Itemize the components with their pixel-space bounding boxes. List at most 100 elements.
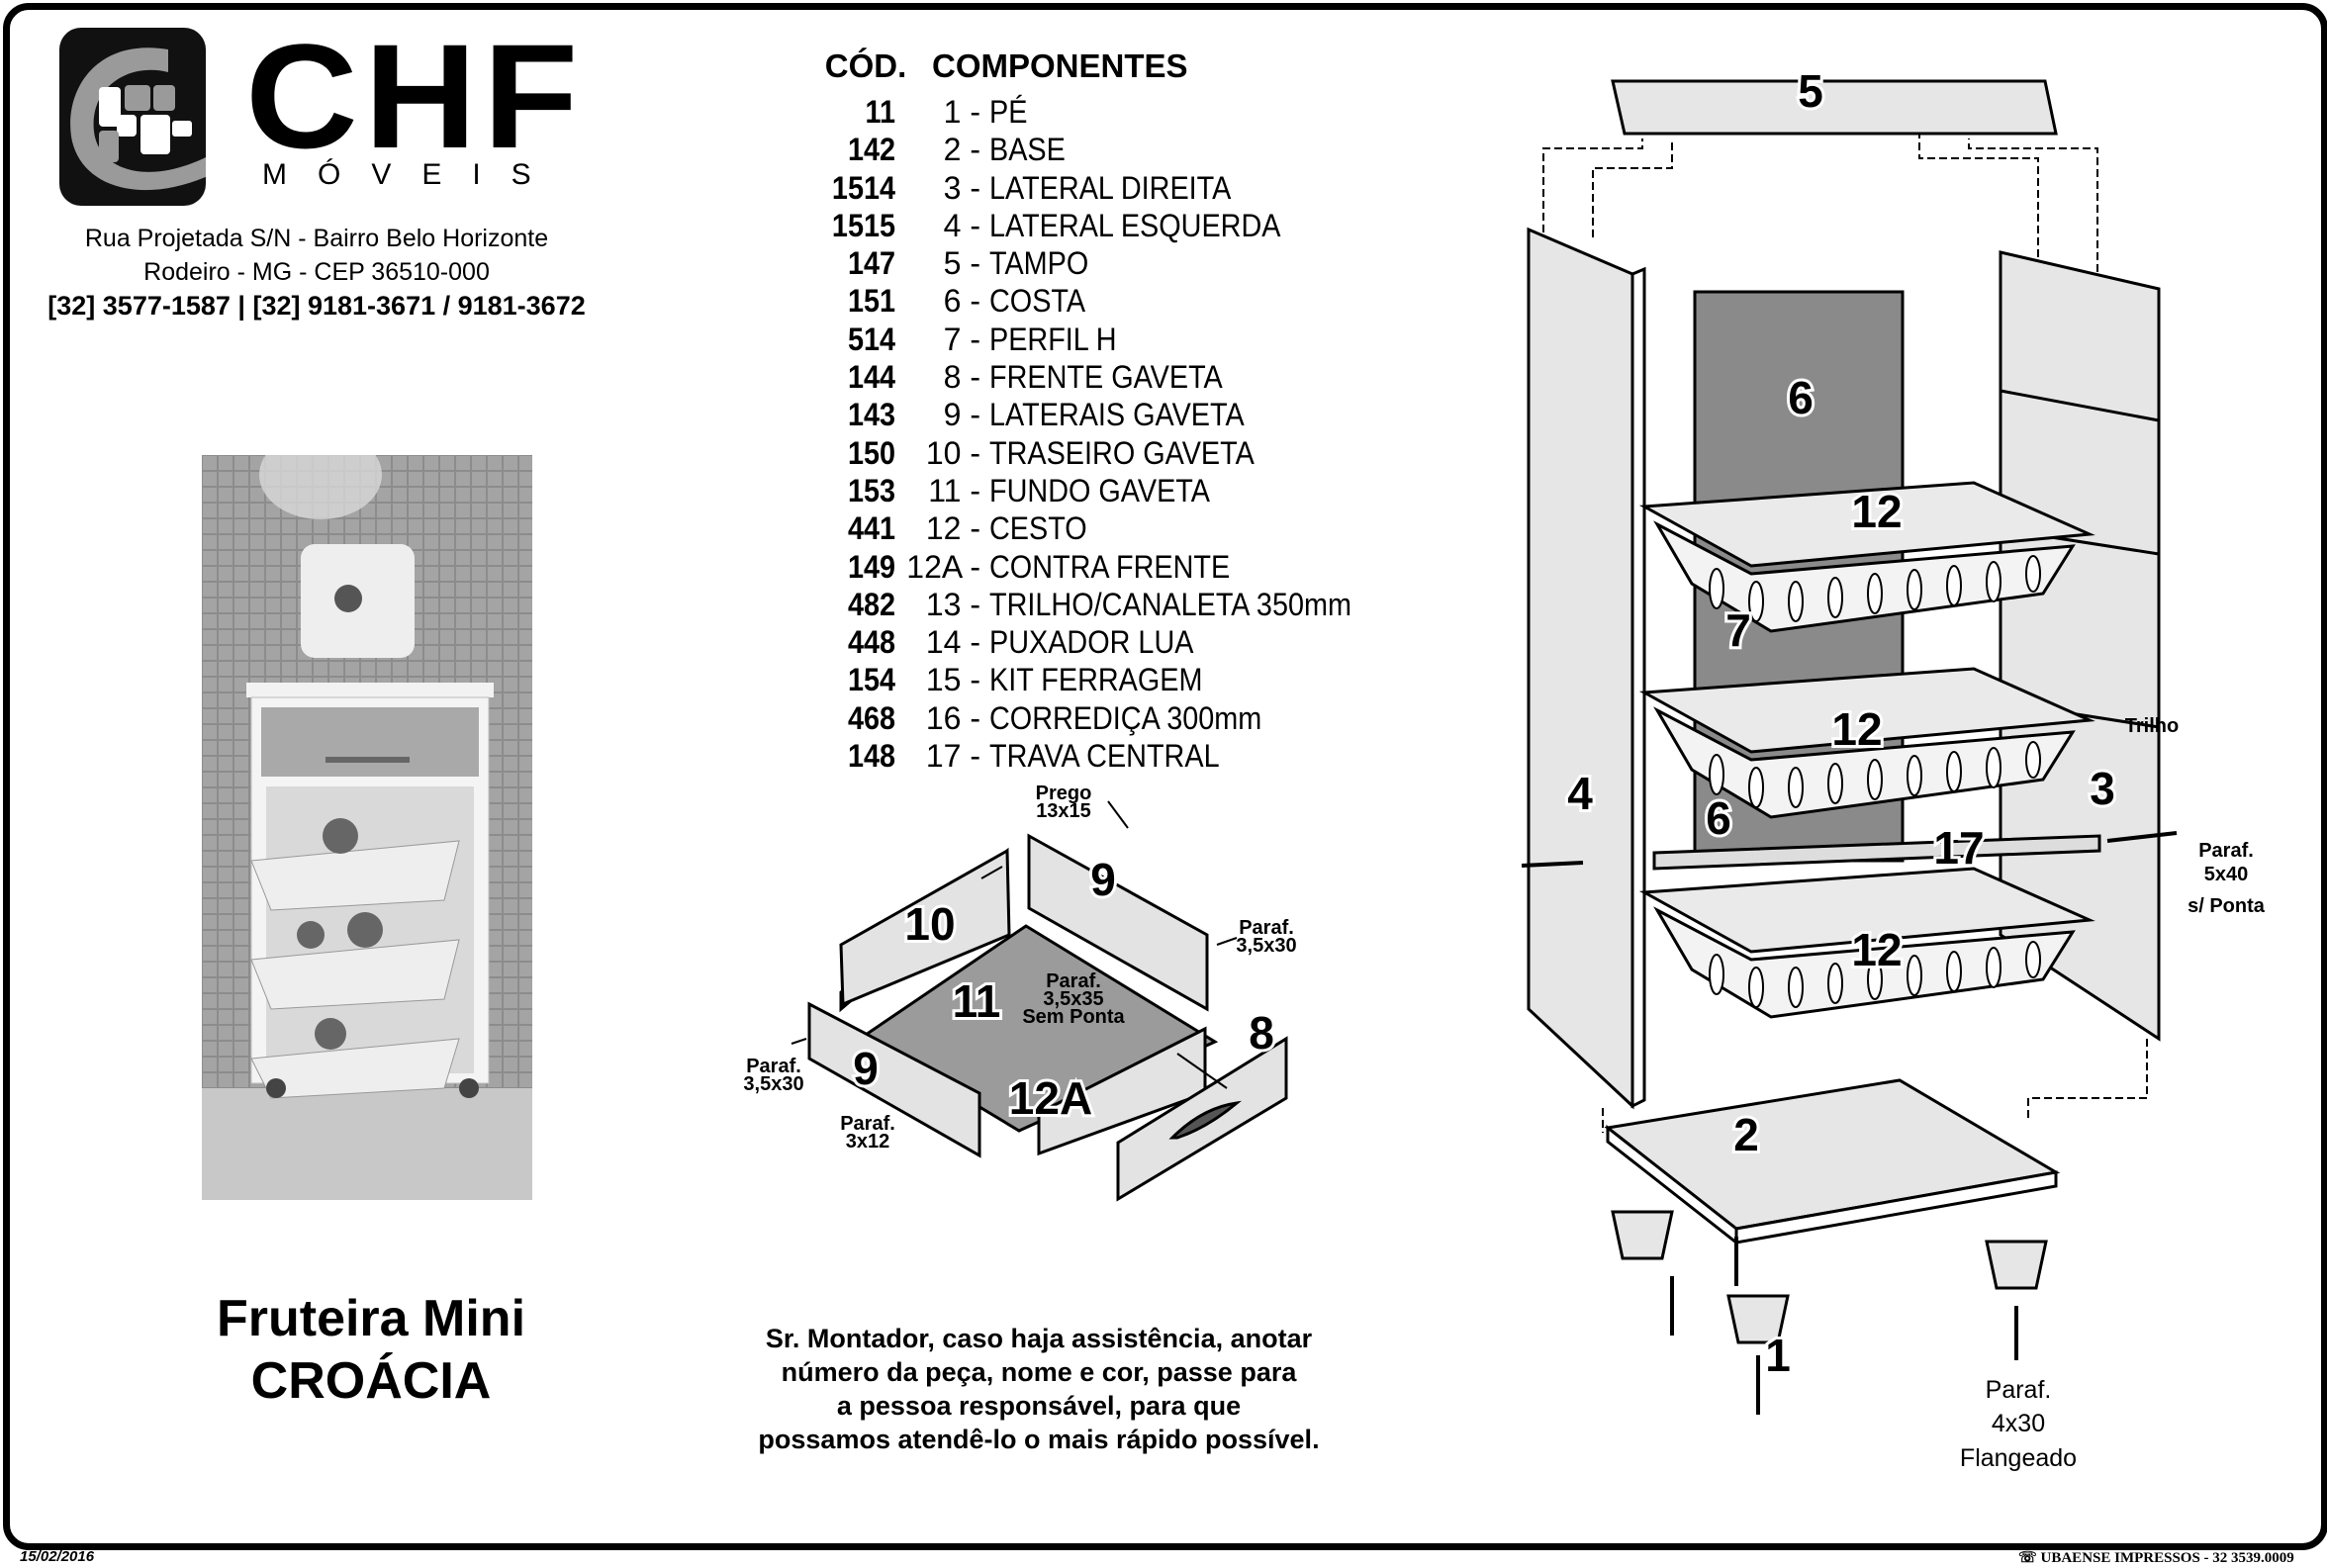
- paraf-feet-note: Flangeado: [1960, 1444, 2077, 1472]
- assembler-note: Sr. Montador, caso haja assistência, ano…: [712, 1322, 1365, 1456]
- component-name: FUNDO GAVETA: [989, 472, 1210, 508]
- paraf-left-size: 3,5x30: [743, 1073, 803, 1095]
- component-code: 143: [847, 397, 895, 433]
- prego-size: 13x15: [1036, 800, 1091, 822]
- table-row: 150 10 -TRASEIRO GAVETA: [811, 434, 1393, 472]
- part-10: 10: [904, 898, 955, 950]
- paraf-right-size: 3,5x30: [1236, 935, 1296, 957]
- component-number: 5 -: [943, 245, 980, 282]
- component-name: TRILHO/CANALETA 350mm: [989, 586, 1351, 622]
- part-3: 3: [2090, 763, 2115, 814]
- component-code: 147: [847, 245, 895, 282]
- component-name: TRASEIRO GAVETA: [989, 434, 1255, 471]
- component-name: KIT FERRAGEM: [989, 662, 1203, 698]
- component-number: 7 -: [943, 321, 980, 357]
- part-11: 11: [953, 975, 1001, 1027]
- component-name: PERFIL H: [989, 321, 1117, 357]
- component-code: 150: [847, 434, 895, 471]
- part-9-top: 9: [1090, 854, 1116, 905]
- component-name: BASE: [989, 132, 1066, 168]
- part-7: 7: [1725, 604, 1751, 656]
- component-code: 1514: [831, 169, 895, 206]
- part-4: 4: [1567, 768, 1593, 819]
- address-line-1: Rua Projetada S/N - Bairro Belo Horizont…: [84, 225, 549, 252]
- header-code: CÓD.: [824, 47, 907, 84]
- component-number: 13 -: [925, 586, 980, 622]
- part-12-top: 12: [1851, 486, 1902, 537]
- part-9-bottom: 9: [853, 1043, 879, 1094]
- component-number: 11 -: [928, 472, 980, 508]
- component-name: LATERAL DIREITA: [989, 169, 1232, 206]
- component-code: 149: [847, 548, 895, 585]
- part-8: 8: [1249, 1007, 1274, 1059]
- trilho-label: Trilho: [2125, 715, 2179, 737]
- component-name: LATERAL ESQUERDA: [989, 207, 1281, 243]
- paraf-side-label: Paraf.: [2198, 840, 2254, 862]
- table-row: 514 7 -PERFIL H: [811, 321, 1393, 358]
- paraf-side-note: s/ Ponta: [2187, 895, 2266, 917]
- component-code: 11: [865, 94, 895, 130]
- product-name: Fruteira Mini: [216, 1290, 526, 1347]
- component-code: 154: [847, 662, 895, 698]
- component-number: 8 -: [943, 359, 980, 396]
- paraf-left-label: Paraf.: [746, 1056, 801, 1077]
- address-line-2: Rodeiro - MG - CEP 36510-000: [143, 258, 490, 286]
- printer-credit: ☏ UBAENSE IMPRESSOS - 32 3539.0009: [2018, 1548, 2294, 1567]
- component-code: 441: [847, 510, 895, 547]
- component-name: CORREDIÇA 300mm: [989, 699, 1262, 736]
- note-line: número da peça, nome e cor, passe para: [781, 1357, 1297, 1387]
- part-12-middle: 12: [1831, 703, 1882, 755]
- part-5: 5: [1798, 65, 1823, 117]
- table-header: CÓD. COMPONENTES: [811, 47, 1393, 93]
- drawer-labels: Prego 13x15 9 10 11 Paraf. 3,5x35 Sem Po…: [743, 783, 1296, 1153]
- table-row: 153 11 -FUNDO GAVETA: [811, 472, 1393, 509]
- paraf-bottom-size: 3x12: [846, 1131, 890, 1153]
- part-12a: 12A: [1009, 1072, 1092, 1124]
- component-number: 12 -: [925, 510, 980, 547]
- paraf-center-note: Sem Ponta: [1022, 1006, 1125, 1028]
- paraf-bottom-label: Paraf.: [840, 1113, 895, 1135]
- page-border: [3, 3, 2327, 1550]
- component-code: 153: [847, 472, 895, 508]
- table-row: 154 15 -KIT FERRAGEM: [811, 661, 1393, 698]
- note-line: possamos atendê-lo o mais rápido possíve…: [758, 1425, 1320, 1454]
- component-number: 16 -: [925, 699, 980, 736]
- component-name: TRAVA CENTRAL: [989, 738, 1220, 775]
- component-number: 15 -: [925, 662, 980, 698]
- component-name: PUXADOR LUA: [989, 624, 1194, 661]
- component-number: 4 -: [943, 207, 980, 243]
- component-code: 448: [847, 624, 895, 661]
- component-number: 3 -: [943, 169, 980, 206]
- printer-icon: ☏: [2018, 1550, 2041, 1566]
- note-line: a pessoa responsável, para que: [836, 1391, 1242, 1421]
- part-2: 2: [1733, 1109, 1759, 1160]
- brand-subtitle: MÓVEIS: [262, 158, 562, 191]
- component-number: 6 -: [943, 283, 980, 320]
- table-row: 441 12 -CESTO: [811, 509, 1393, 547]
- component-code: 514: [847, 321, 895, 357]
- printer-name: UBAENSE IMPRESSOS - 32 3539.0009: [2040, 1550, 2294, 1566]
- prego-label: Prego: [1036, 783, 1092, 804]
- component-name: LATERAIS GAVETA: [989, 397, 1245, 433]
- part-1: 1: [1765, 1330, 1791, 1381]
- paraf-feet-label: Paraf.: [1986, 1376, 2052, 1404]
- component-name: CESTO: [989, 510, 1087, 547]
- component-number: 10 -: [925, 434, 980, 471]
- component-number: 2 -: [943, 132, 980, 168]
- chf-logo-icon: [59, 28, 206, 206]
- component-name: CONTRA FRENTE: [989, 548, 1231, 585]
- paraf-right-label: Paraf.: [1239, 917, 1294, 939]
- paraf-side-size: 5x40: [2204, 864, 2249, 885]
- brand-name: CHF: [245, 13, 585, 179]
